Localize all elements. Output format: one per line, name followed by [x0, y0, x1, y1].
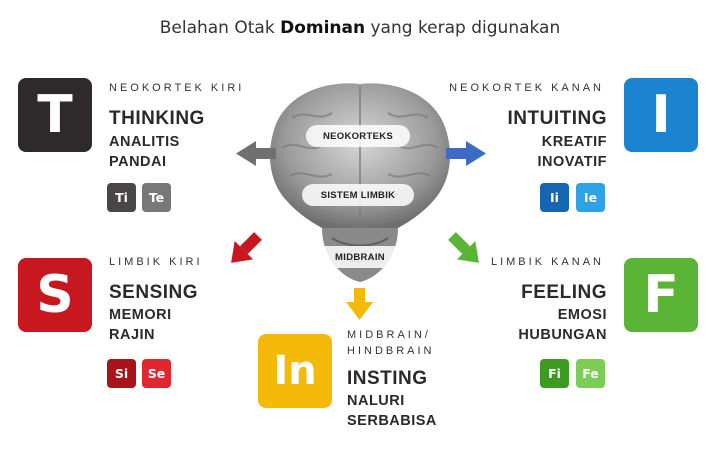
feeling-trait-2: HUBUNGAN	[518, 327, 607, 343]
sensing-trait-1: MEMORI	[109, 307, 172, 323]
arrow-down-right-green-icon	[448, 232, 479, 263]
thinking-trait-2: PANDAI	[109, 154, 167, 170]
arrow-down-yellow-icon	[346, 288, 373, 320]
intuiting-trait-2: INOVATIF	[537, 154, 607, 170]
arrow-down-left-red-icon	[231, 232, 262, 263]
sensing-region: LIMBIK KIRI	[109, 256, 203, 268]
chip-fi: Fi	[540, 359, 569, 388]
thinking-trait-1: ANALITIS	[109, 134, 180, 150]
insting-region-2: HINDBRAIN	[347, 345, 435, 357]
sensing-name: SENSING	[109, 282, 199, 303]
feeling-trait-1: EMOSI	[557, 307, 607, 323]
chip-se: Se	[142, 359, 171, 388]
chip-ti: Ti	[107, 183, 136, 212]
sensing-trait-2: RAJIN	[109, 327, 156, 343]
title-bold: Dominan	[280, 18, 366, 38]
thinking-letter-box: T	[18, 78, 92, 152]
chip-ie: Ie	[576, 183, 605, 212]
insting-trait-1: NALURI	[347, 393, 405, 409]
arrow-left-gray-icon	[236, 141, 276, 166]
feeling-region: LIMBIK KANAN	[490, 256, 604, 268]
feeling-letter-box: F	[624, 258, 698, 332]
chip-te: Te	[142, 183, 171, 212]
feeling-name: FEELING	[521, 282, 607, 303]
arrow-right-blue-icon	[446, 141, 486, 166]
sensing-letter-box: S	[18, 258, 92, 332]
insting-letter-box: In	[258, 334, 332, 408]
intuiting-letter-box: I	[624, 78, 698, 152]
title-prefix: Belahan Otak	[159, 18, 281, 38]
intuiting-trait-1: KREATIF	[541, 134, 607, 150]
intuiting-name: INTUITING	[507, 108, 607, 129]
chip-si: Si	[107, 359, 136, 388]
title-suffix: yang kerap digunakan	[365, 18, 561, 38]
chip-ii: Ii	[540, 183, 569, 212]
insting-trait-2: SERBABISA	[347, 413, 437, 429]
chip-fe: Fe	[576, 359, 605, 388]
brain-label-sistem-limbik: SISTEM LIMBIK	[302, 184, 414, 206]
thinking-region: NEOKORTEK KIRI	[109, 82, 245, 94]
insting-region-1: MIDBRAIN/	[347, 329, 431, 341]
thinking-name: THINKING	[109, 108, 205, 129]
brain-label-midbrain: MIDBRAIN	[312, 246, 408, 268]
insting-name: INSTING	[347, 368, 428, 389]
intuiting-region: NEOKORTEK KANAN	[449, 82, 604, 94]
brain-label-neokorteks: NEOKORTEKS	[306, 125, 410, 147]
page-title: Belahan Otak Dominan yang kerap digunaka…	[0, 18, 720, 38]
